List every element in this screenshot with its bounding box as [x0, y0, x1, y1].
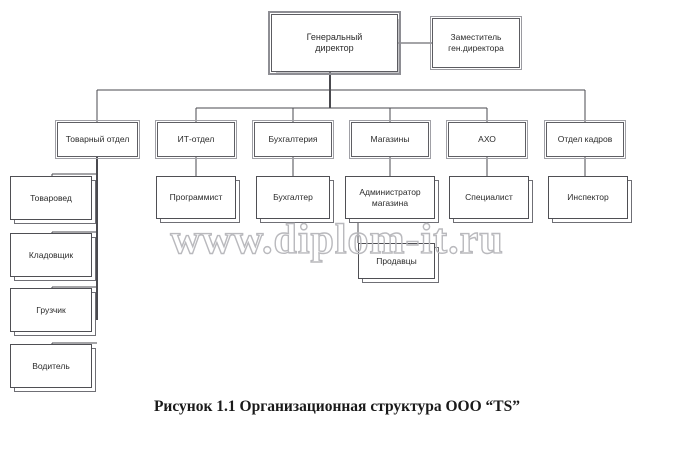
node-dept-magaziny: Магазины — [349, 120, 431, 159]
node-dept-buhgalteriya: Бухгалтерия — [252, 120, 334, 159]
node-voditel: Водитель — [10, 344, 92, 388]
node-tovaroved: Товаровед — [10, 176, 92, 220]
node-specialist-label: Специалист — [465, 192, 513, 203]
node-inspektor-label: Инспектор — [567, 192, 609, 203]
node-ceo-line2: директор — [315, 43, 354, 53]
node-specialist: Специалист — [449, 176, 529, 219]
node-dept-otdel-kadrov: Отдел кадров — [544, 120, 626, 159]
node-deputy-line1: Заместитель — [450, 32, 502, 43]
node-dept6-label: Отдел кадров — [557, 134, 613, 145]
node-kladovshik: Кладовщик — [10, 233, 92, 277]
node-prodavcy-label: Продавцы — [376, 255, 417, 266]
node-voditel-label: Водитель — [32, 360, 70, 371]
node-inspektor: Инспектор — [548, 176, 628, 219]
node-programmist: Программист — [156, 176, 236, 219]
node-dept-ahо: АХО — [446, 120, 528, 159]
node-dept-tovarny-otdel: Товарный отдел — [55, 120, 140, 159]
watermark-text: www.diplom-it.ru — [170, 216, 504, 263]
node-dept4-label: Магазины — [370, 134, 410, 145]
node-buhgalter: Бухгалтер — [256, 176, 330, 219]
node-admin-line1: Администратор — [359, 186, 421, 197]
node-dept5-label: АХО — [478, 134, 496, 145]
node-ceo: Генеральный директор — [268, 11, 401, 75]
node-prodavcy: Продавцы — [358, 243, 435, 279]
node-programmist-label: Программист — [169, 192, 223, 203]
node-dept-it-otdel: ИТ-отдел — [155, 120, 237, 159]
figure-caption: Рисунок 1.1 Организационная структура ОО… — [153, 398, 521, 415]
node-deputy: Заместитель ген.директора — [430, 16, 522, 70]
node-buhgalter-label: Бухгалтер — [273, 192, 313, 203]
node-dept3-label: Бухгалтерия — [268, 134, 318, 145]
node-deputy-line2: ген.директора — [448, 43, 504, 53]
node-dept1-label: Товарный отдел — [65, 134, 130, 145]
node-tovaroved-label: Товаровед — [30, 192, 72, 203]
node-kladovshik-label: Кладовщик — [28, 249, 74, 260]
node-admin-line2: магазина — [371, 197, 409, 208]
node-administrator-magazina: Администратор магазина — [345, 176, 435, 219]
node-dept2-label: ИТ-отдел — [177, 134, 215, 145]
node-gruzchik: Грузчик — [10, 288, 92, 332]
node-ceo-line1: Генеральный — [306, 31, 363, 42]
node-gruzchik-label: Грузчик — [36, 304, 66, 315]
